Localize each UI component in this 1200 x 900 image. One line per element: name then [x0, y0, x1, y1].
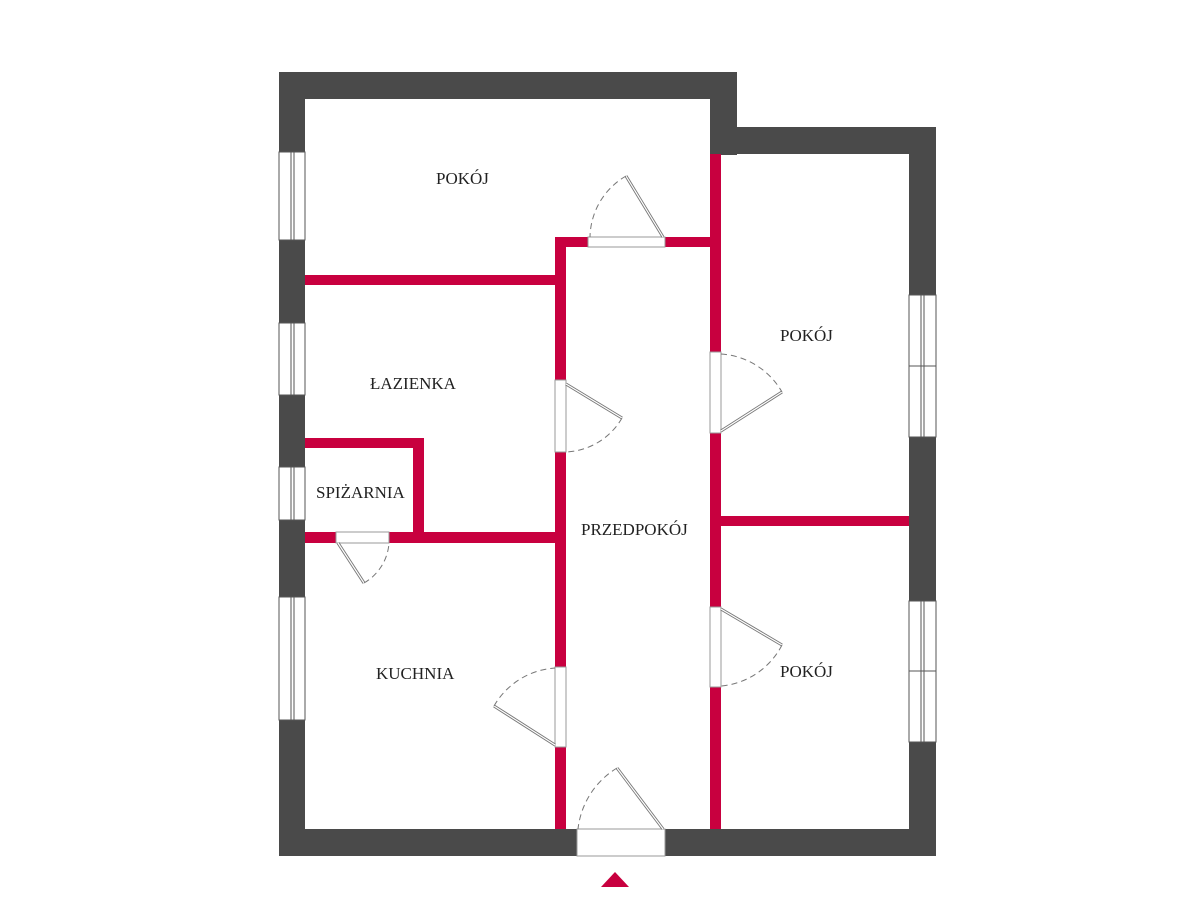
room-label-kitchen: KUCHNIA: [376, 664, 455, 683]
window-left-4: [278, 596, 306, 721]
triangle-up-icon: [601, 872, 629, 887]
room-label-right-top: POKÓJ: [780, 326, 833, 345]
room-label-hallway: PRZEDPOKÓJ: [581, 520, 688, 539]
room-label-right-bottom: POKÓJ: [780, 662, 833, 681]
door-entrance: [577, 767, 665, 830]
door-bathroom: [565, 382, 623, 453]
room-label-top-left: POKÓJ: [436, 169, 489, 188]
windows: [278, 151, 937, 743]
door-kitchen: [493, 667, 556, 747]
window-right-1: [908, 294, 937, 438]
outer-walls: [279, 72, 936, 856]
door-right-bottom-room: [720, 607, 783, 687]
door-right-top-room: [720, 353, 783, 433]
room-label-bathroom: ŁAZIENKA: [370, 374, 457, 393]
door-pantry: [336, 542, 390, 584]
window-right-2: [908, 600, 937, 743]
door-sills: [335, 236, 722, 857]
door-top-room: [589, 175, 665, 238]
window-left-1: [278, 151, 306, 241]
interior-walls: [305, 154, 909, 829]
window-left-2: [278, 322, 306, 396]
window-left-3: [278, 466, 306, 521]
room-label-pantry: SPIŻARNIA: [316, 483, 406, 502]
